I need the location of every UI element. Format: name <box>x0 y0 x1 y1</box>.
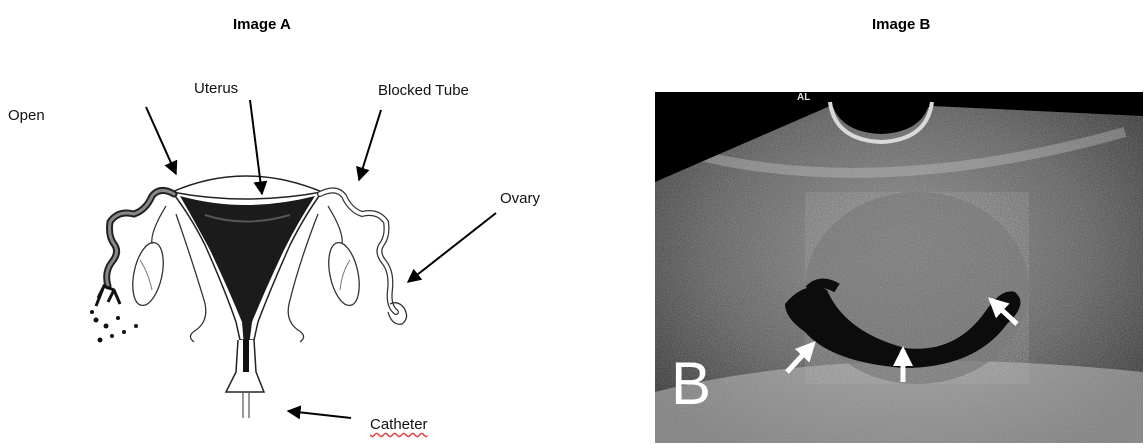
label-catheter: Catheter <box>370 416 428 433</box>
image-b-heading: Image B <box>872 16 930 33</box>
label-uterus: Uterus <box>194 80 238 97</box>
ultrasound-drawing <box>655 92 1143 443</box>
arrow-ovary <box>408 213 496 282</box>
label-ovary: Ovary <box>500 190 540 207</box>
uterus-drawing <box>0 0 600 443</box>
right-ovary <box>324 240 365 308</box>
ultrasound-image: AL B <box>655 92 1143 443</box>
arrow-uterus <box>250 100 262 194</box>
arrow-blocked-tube <box>359 110 381 180</box>
label-blocked-tube: Blocked Tube <box>378 82 469 99</box>
catheter-tube <box>243 392 249 418</box>
uterus-diagram: Open Uterus Blocked Tube Ovary Catheter <box>0 0 600 443</box>
dye-drops <box>90 310 138 343</box>
label-open: Open <box>8 107 45 124</box>
arrow-catheter <box>288 411 351 418</box>
left-fimbriae <box>96 286 120 306</box>
fundus-outline <box>172 176 322 192</box>
arrow-open <box>146 107 176 174</box>
left-ovary <box>128 240 169 308</box>
panel-letter: B <box>671 354 711 414</box>
orientation-mark: AL <box>797 92 810 103</box>
